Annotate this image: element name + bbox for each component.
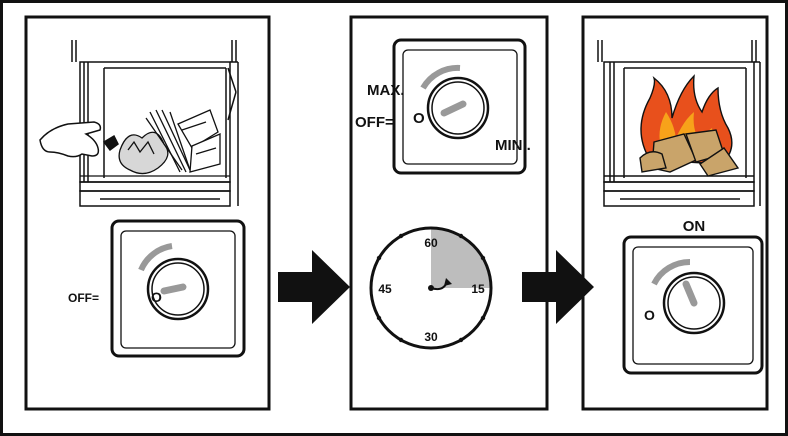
clock-label-15: 15 [471,282,485,296]
knob-pointer [440,100,467,117]
panel-3: ON O [581,15,769,411]
stove-illustration-burning [597,40,761,207]
stove-illustration-open-door [71,40,239,207]
dial-arc [420,64,461,90]
logs-and-kindling-icon [80,109,230,177]
off-label: OFF= [355,114,394,131]
clock-label-30: 30 [424,330,438,344]
panel-2-frame [349,15,549,411]
panel-1-frame [24,15,271,411]
on-label: ON [683,218,706,235]
clock-label-60: 60 [424,236,438,250]
clock-quarter-sector [431,228,491,288]
max-label: MAX. [367,82,405,99]
min-label: MINI. [495,137,531,154]
arrow-right-icon-2 [522,250,594,324]
off-label: OFF= [68,291,99,305]
zero-mark: O [151,289,162,305]
control-dial-on-box: O [622,235,764,375]
panel-3-frame [581,15,769,411]
knob-pointer [160,283,187,295]
zero-mark: O [644,307,655,323]
clock-label-45: 45 [378,282,392,296]
zero-mark: O [413,110,425,127]
clock-face [369,226,493,350]
panel-1: O OFF= [24,15,271,411]
dial-arc [651,258,691,286]
hand-lighting-icon [39,121,119,158]
burning-logs-icon [639,129,740,177]
timer-clock-icon: 60 15 30 45 [369,226,493,350]
control-dial-off-box: O OFF= [68,219,246,358]
arrow-right-icon-1 [278,250,350,324]
clock-dots [376,233,486,343]
panel-2: MAX. OFF= O MINI. 60 15 30 [349,15,549,411]
control-dial-max-box: MAX. OFF= O MINI. [355,38,531,175]
knob-pointer [682,280,698,307]
dial-arc [138,243,173,272]
